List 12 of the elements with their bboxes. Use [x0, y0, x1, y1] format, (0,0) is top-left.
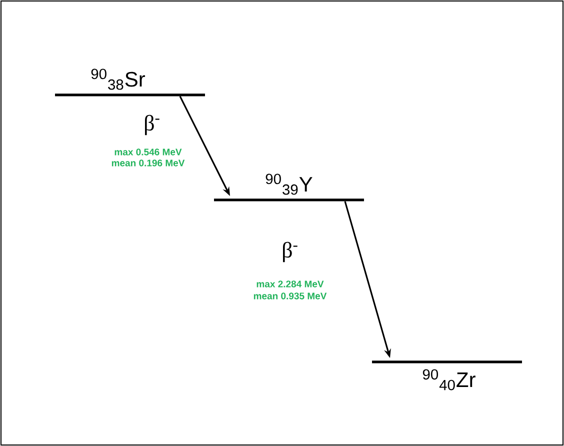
energy-label: mean 0.935 MeV [254, 292, 327, 300]
edge-label: β$^{-}$ [283, 242, 298, 262]
energy-level: 90$_{38}$Sr [55, 68, 205, 96]
node-label: 90$_{40}$Zr [422, 369, 476, 390]
energy-label: max 2.284 MeV [256, 280, 324, 288]
energy-level: 90$_{40}$Zr [372, 360, 522, 390]
energy-level: 90$_{39}$Y [214, 174, 364, 202]
energy-label: max 0.546 MeV [114, 148, 182, 156]
node-label: 90$_{39}$Y [266, 174, 312, 195]
energy-label: mean 0.196 MeV [112, 160, 185, 166]
edge-label: β$^{-}$ [145, 114, 160, 136]
node-label: 90$_{38}$Sr [91, 68, 146, 90]
